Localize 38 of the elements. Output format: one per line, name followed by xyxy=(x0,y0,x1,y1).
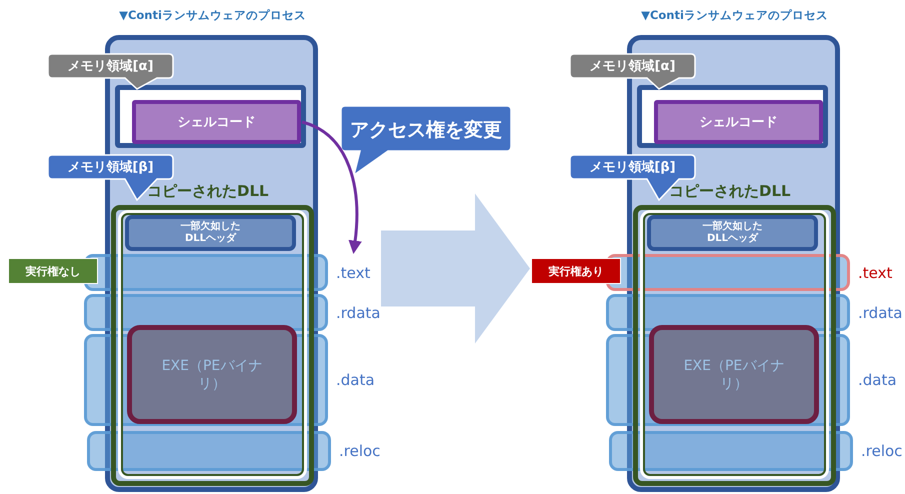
section-label: .rdata xyxy=(858,304,902,322)
shellcode-box xyxy=(654,100,823,144)
dll-title: コピーされたDLL xyxy=(147,182,269,201)
memory-region-box xyxy=(637,85,828,148)
dll-title: コピーされたDLL xyxy=(669,182,791,201)
callout-text: アクセス権を変更 xyxy=(349,118,503,143)
callout-text: メモリ領域[β] xyxy=(588,159,677,176)
exe-box xyxy=(127,325,297,424)
shellcode-label: シェルコード xyxy=(178,114,256,131)
exe-box xyxy=(649,325,819,424)
callout-bubble xyxy=(569,53,696,91)
callout-text: メモリ領域[α] xyxy=(588,58,676,75)
dll-header-label: 一部欠如したDLLヘッダ xyxy=(180,221,242,245)
dll-header-box xyxy=(647,215,818,251)
section-label: .reloc xyxy=(861,442,902,460)
shellcode-box xyxy=(132,100,301,144)
section-label: .data xyxy=(336,371,375,389)
exe-label: EXE（PEバイナリ） xyxy=(682,356,786,392)
dll-header-label: 一部欠如したDLLヘッダ xyxy=(702,221,764,245)
callout-text: メモリ領域[α] xyxy=(66,58,154,75)
block-arrow xyxy=(381,194,530,344)
status-tag xyxy=(8,258,98,284)
section-label: .text xyxy=(858,264,892,282)
section-label: .rdata xyxy=(336,304,380,322)
dll-header-box xyxy=(125,215,296,251)
status-text: 実行権あり xyxy=(548,264,604,278)
status-tag xyxy=(531,258,621,284)
section-label: .data xyxy=(858,371,897,389)
status-text: 実行権なし xyxy=(26,264,80,278)
callout-text: メモリ領域[β] xyxy=(66,159,155,176)
memory-region-box xyxy=(115,85,306,148)
section-label: .text xyxy=(336,264,370,282)
exe-label: EXE（PEバイナリ） xyxy=(160,356,264,392)
section-label: .reloc xyxy=(339,442,380,460)
callout-bubble xyxy=(47,53,174,91)
shellcode-label: シェルコード xyxy=(700,114,778,131)
process-title: ▼Contiランサムウェアのプロセス xyxy=(640,8,829,23)
process-title: ▼Contiランサムウェアのプロセス xyxy=(118,8,307,23)
